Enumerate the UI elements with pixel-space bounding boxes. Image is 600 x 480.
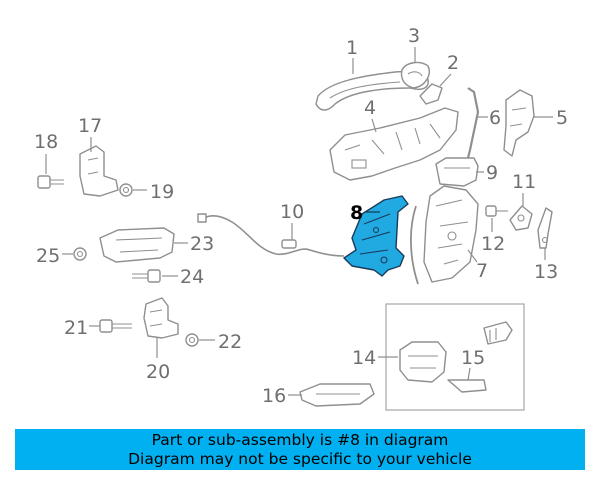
info-banner: Part or sub-assembly is #8 in diagram Di…: [15, 429, 585, 470]
callout-4: 4: [364, 97, 376, 119]
part-14-actuator[interactable]: [399, 341, 447, 383]
part-3-handle-cap[interactable]: [400, 61, 430, 89]
callout-24: 24: [180, 266, 204, 288]
callout-19: 19: [150, 181, 174, 203]
callout-3: 3: [408, 25, 420, 47]
part-14-bumper[interactable]: [483, 321, 513, 345]
banner-line-1: Part or sub-assembly is #8 in diagram: [151, 431, 449, 449]
callout-14: 14: [352, 347, 376, 369]
callout-9: 9: [486, 162, 498, 184]
part-21-bolt[interactable]: [99, 319, 132, 333]
callout-2: 2: [447, 52, 459, 74]
part-15-pad[interactable]: [447, 379, 487, 393]
callout-17: 17: [78, 115, 102, 137]
part-10-cable[interactable]: [197, 213, 345, 257]
part-23-check-strap[interactable]: [99, 227, 175, 263]
part-17-hinge[interactable]: [79, 145, 119, 197]
part-7-latch-assembly[interactable]: [410, 185, 479, 285]
part-4-handle-reinforcement[interactable]: [329, 107, 459, 181]
callout-1: 1: [346, 37, 358, 59]
callout-8: 8: [350, 202, 363, 224]
callout-22: 22: [218, 331, 242, 353]
part-24-bolt[interactable]: [132, 269, 161, 283]
callout-11: 11: [512, 171, 536, 193]
part-12-bolt[interactable]: [485, 205, 508, 217]
callout-13: 13: [534, 261, 558, 283]
callout-21: 21: [64, 317, 88, 339]
part-1-outside-handle[interactable]: [315, 70, 429, 111]
parts-diagram: 1 3 2 4 6 5 9 7: [34, 25, 568, 411]
part-8-highlighted-bracket[interactable]: [343, 195, 409, 277]
part-19-nut[interactable]: [119, 183, 133, 197]
callout-6: 6: [489, 107, 501, 129]
callout-25: 25: [36, 245, 60, 267]
part-5-bracket[interactable]: [503, 89, 535, 157]
callout-16: 16: [262, 385, 286, 407]
part-22-nut[interactable]: [185, 333, 199, 347]
callout-7: 7: [476, 260, 488, 282]
leader-4: [371, 118, 377, 133]
callout-5: 5: [556, 107, 568, 129]
callout-15: 15: [461, 347, 485, 369]
leader-7: [467, 249, 478, 263]
part-13-clip[interactable]: [537, 207, 553, 249]
part-9-switch[interactable]: [435, 157, 479, 187]
leader-15: [467, 367, 471, 381]
callout-20: 20: [146, 361, 170, 383]
leader-2: [439, 73, 452, 87]
part-2-bracket[interactable]: [419, 83, 443, 105]
part-11-bracket[interactable]: [509, 205, 533, 231]
callout-23: 23: [190, 233, 214, 255]
part-20-hinge[interactable]: [143, 297, 179, 339]
part-18-bolt[interactable]: [37, 175, 64, 189]
part-25-nut[interactable]: [73, 247, 87, 261]
banner-line-2: Diagram may not be specific to your vehi…: [128, 450, 472, 468]
part-16-trim[interactable]: [299, 383, 375, 407]
callout-12: 12: [481, 233, 505, 255]
callout-10: 10: [280, 201, 304, 223]
callout-18: 18: [34, 131, 58, 153]
